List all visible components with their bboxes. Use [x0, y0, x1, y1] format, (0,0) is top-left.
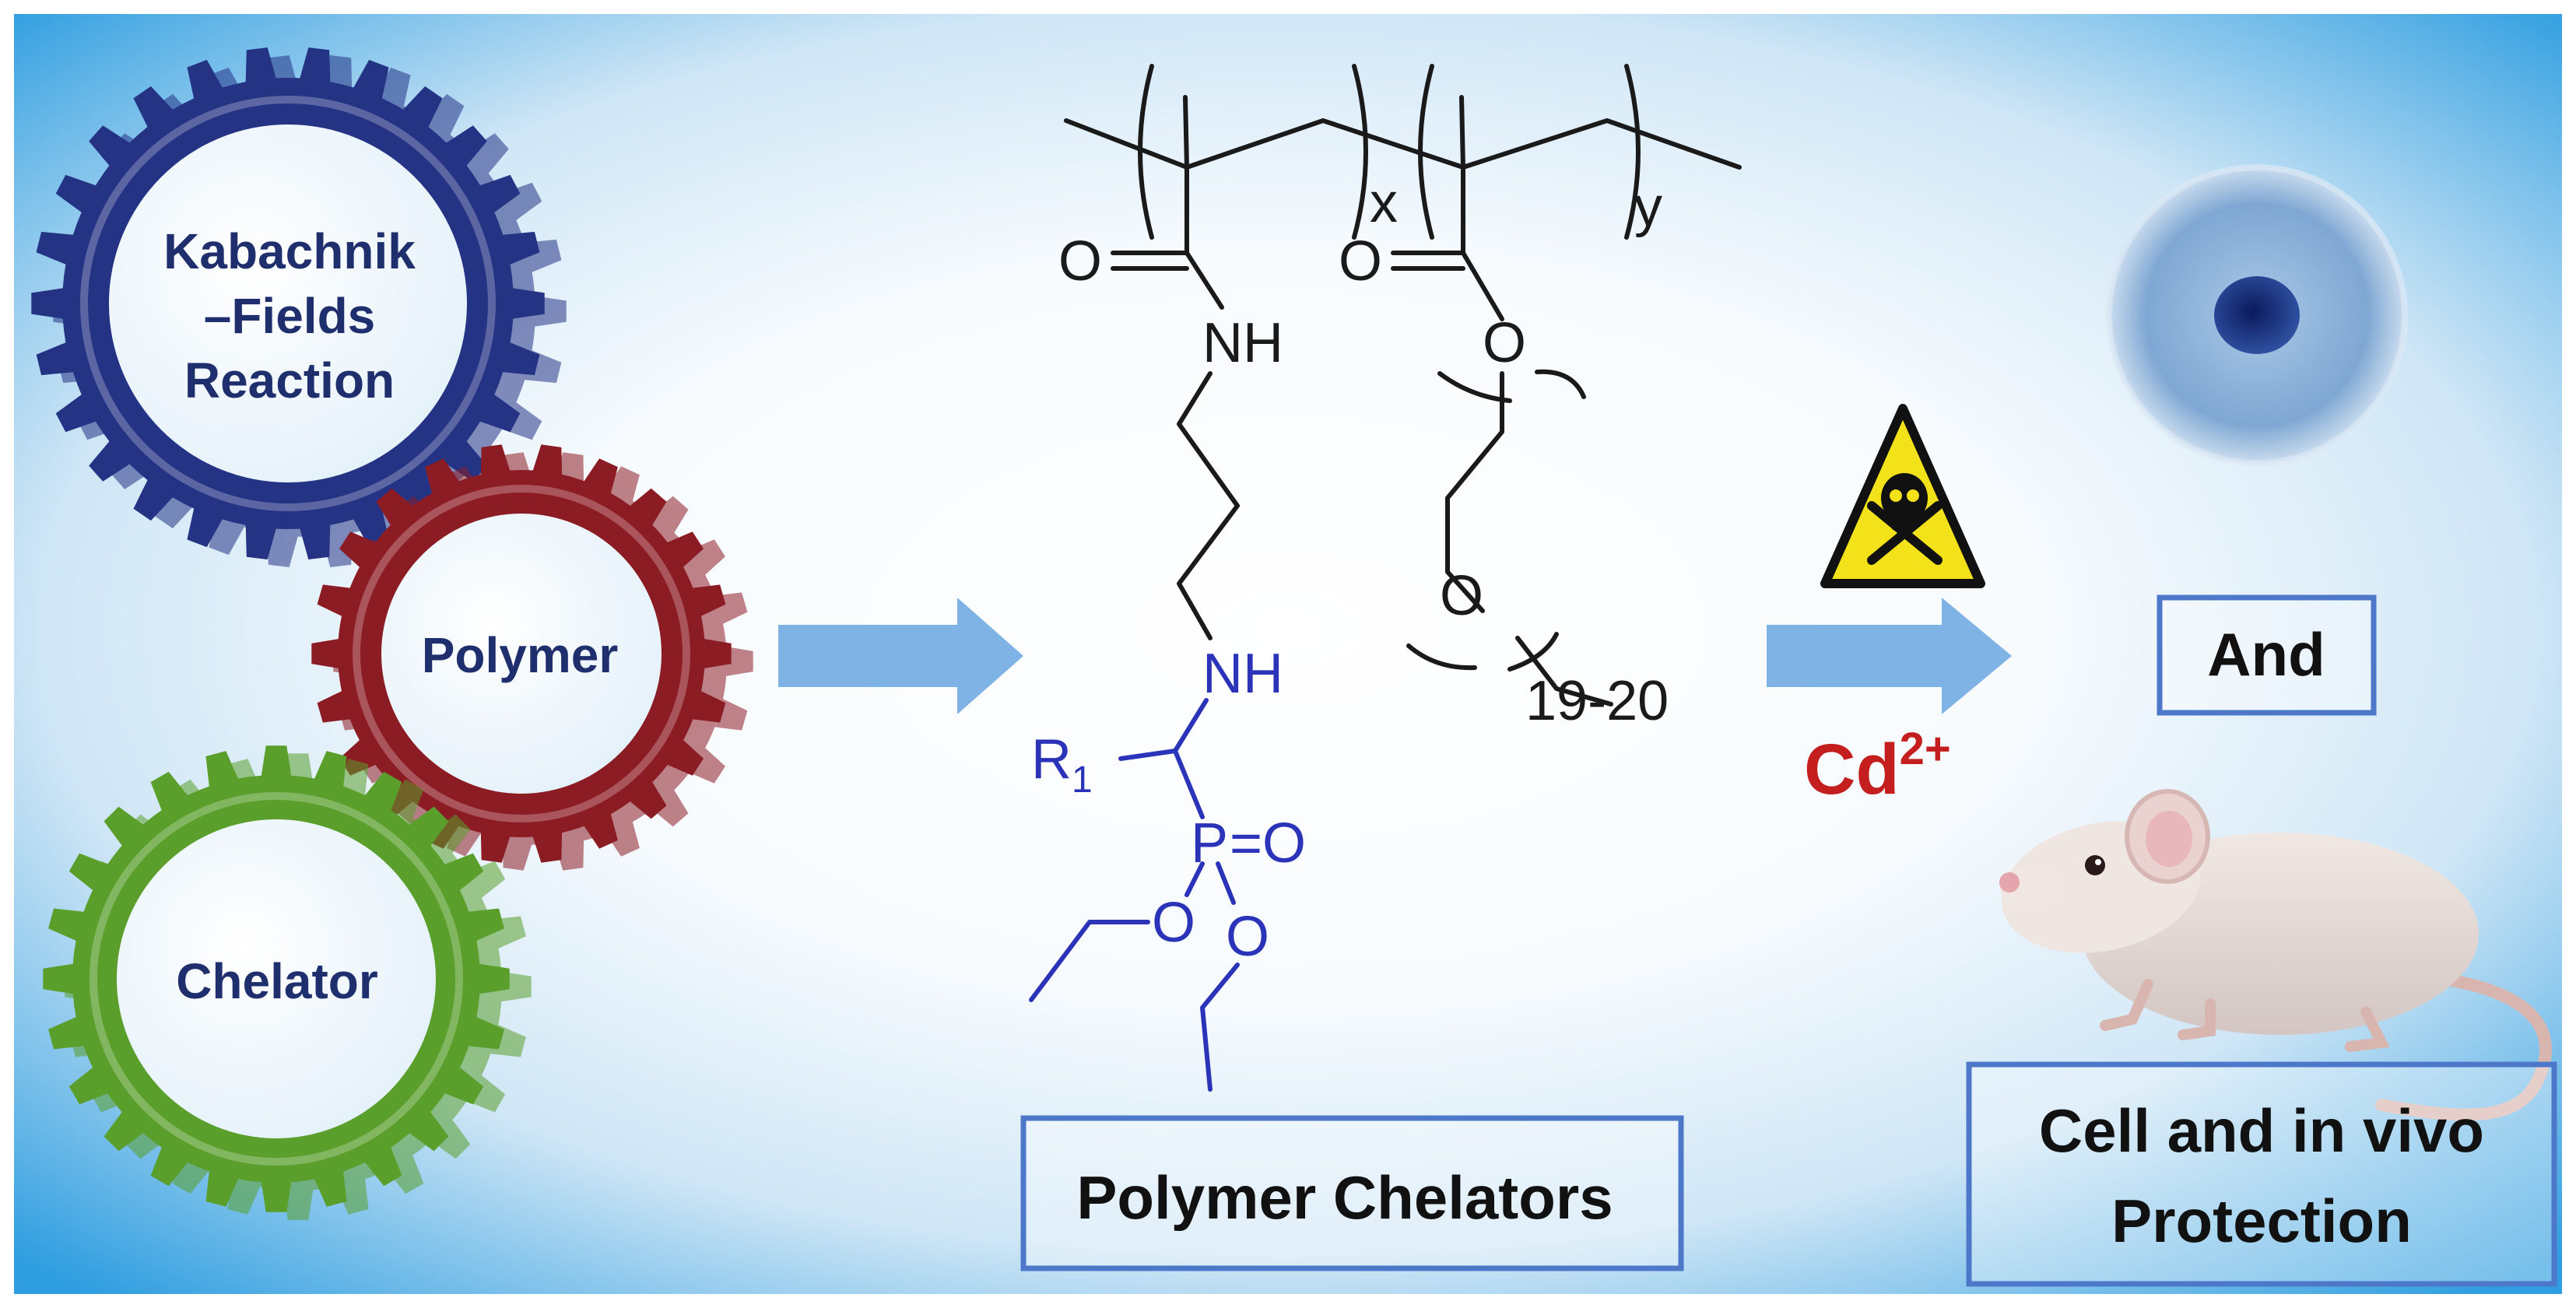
bond	[1445, 371, 1504, 613]
chelator-gear	[43, 745, 532, 1220]
peg-bond	[1515, 636, 1613, 707]
and-label: And	[2207, 620, 2325, 689]
polymer-chelator-structure	[1029, 64, 1742, 1092]
cell-icon	[2106, 164, 2408, 466]
gear-ring	[353, 485, 690, 822]
product-label-box	[1020, 1115, 1684, 1271]
atom-o-left: O	[1152, 892, 1195, 954]
gear-label-kabachnik-3: Reaction	[184, 352, 395, 409]
repeat-bracket	[1406, 643, 1477, 671]
and-label-box	[2157, 594, 2377, 716]
polymer-gear	[311, 444, 753, 871]
repeat-count: 19-20	[1525, 670, 1669, 732]
mouse-icon	[1999, 789, 2552, 1121]
repeat-bracket	[1138, 64, 1154, 240]
right-arrow-icon	[1767, 598, 2012, 714]
skull-crossbones-warning-icon	[1820, 404, 1985, 588]
atom-nh-amide: NH	[1202, 312, 1283, 374]
kabachnik-fields-gear	[31, 47, 567, 567]
atom-r-group: R1	[1031, 728, 1093, 801]
bond	[1184, 251, 1224, 310]
repeat-bracket	[1507, 632, 1559, 672]
bond	[1173, 749, 1205, 819]
atom-o-ether: O	[1483, 312, 1526, 374]
sub-x: x	[1370, 172, 1398, 234]
right-arrow-icon	[778, 598, 1023, 714]
gear-label-chelator: Chelator	[176, 953, 378, 1009]
atom-nh-amine: NH	[1202, 643, 1283, 705]
protection-label-line-1: Cell and in vivo	[2039, 1096, 2484, 1165]
atom-o-right: O	[1226, 906, 1269, 968]
cadmium-ion-label: Cd2+	[1804, 724, 1951, 809]
gear-label-polymer: Polymer	[422, 627, 619, 683]
protection-label-line-2: Protection	[2111, 1187, 2412, 1255]
repeat-bracket	[1352, 64, 1368, 240]
bond	[1177, 371, 1240, 640]
bond	[1173, 698, 1209, 753]
gear-ring	[80, 96, 496, 511]
repeat-bracket	[1624, 64, 1641, 240]
gear-center	[109, 124, 467, 482]
bond	[1029, 920, 1150, 1002]
gear-label-kabachnik-1: Kabachnik	[163, 223, 416, 279]
atom-p-double-o: =O	[1230, 812, 1306, 875]
protection-label-box	[1966, 1061, 2557, 1287]
backbone-bond	[1064, 118, 1742, 170]
sub-y: y	[1634, 176, 1662, 238]
bond	[1184, 861, 1205, 897]
gear-label-kabachnik-2: –Fields	[204, 288, 376, 344]
atom-o-ester: O	[1339, 230, 1382, 293]
bond	[1461, 251, 1504, 321]
gear-center	[381, 514, 662, 794]
atom-phosphorus: P	[1191, 812, 1228, 875]
gear-ring	[89, 792, 463, 1166]
repeat-bracket	[1535, 369, 1586, 399]
bond	[1216, 861, 1236, 905]
methyl-bond	[1183, 95, 1189, 170]
gear-center	[117, 819, 436, 1138]
atom-o-peg: O	[1440, 565, 1483, 627]
methyl-bond	[1459, 95, 1465, 170]
repeat-bracket	[1437, 371, 1512, 403]
bond	[1118, 749, 1177, 761]
bond	[1200, 963, 1240, 1092]
atom-o-amide: O	[1058, 230, 1102, 293]
repeat-bracket	[1418, 64, 1434, 240]
product-label: Polymer Chelators	[1076, 1163, 1613, 1232]
